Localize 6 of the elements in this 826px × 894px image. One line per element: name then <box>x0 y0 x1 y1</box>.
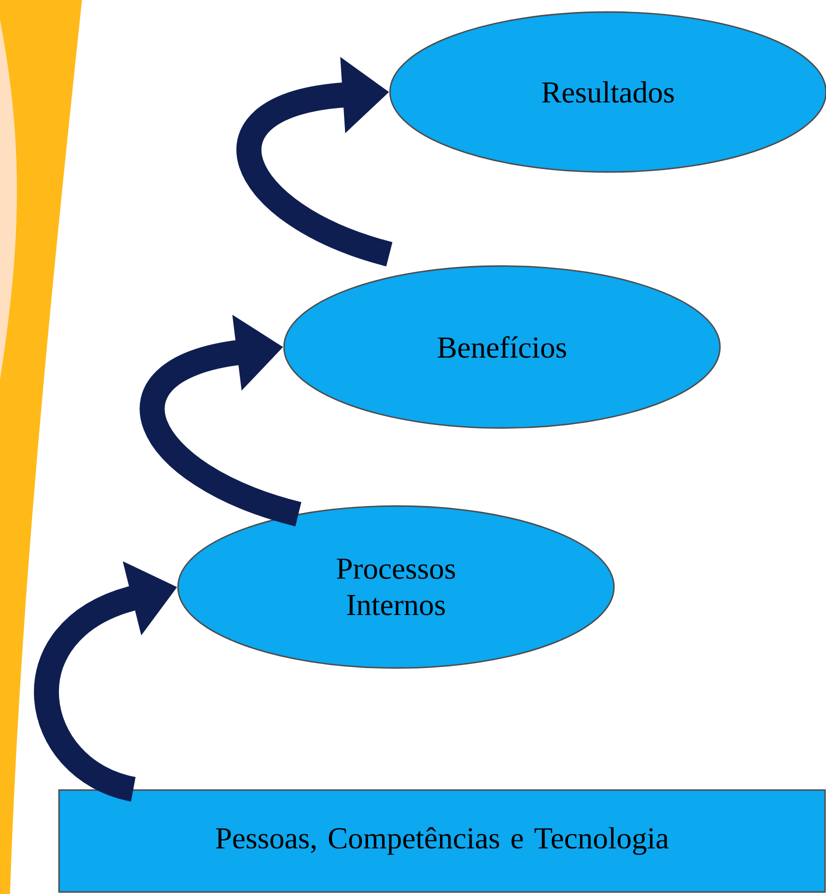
ellipse-node: Benefícios <box>283 265 721 429</box>
ellipse-node: Resultados <box>389 11 826 173</box>
base-box: Pessoas, Competências e Tecnologia <box>58 789 826 893</box>
curved-arrow <box>140 314 302 526</box>
curved-arrow <box>236 56 394 266</box>
ellipse-node: Processos Internos <box>177 505 615 669</box>
